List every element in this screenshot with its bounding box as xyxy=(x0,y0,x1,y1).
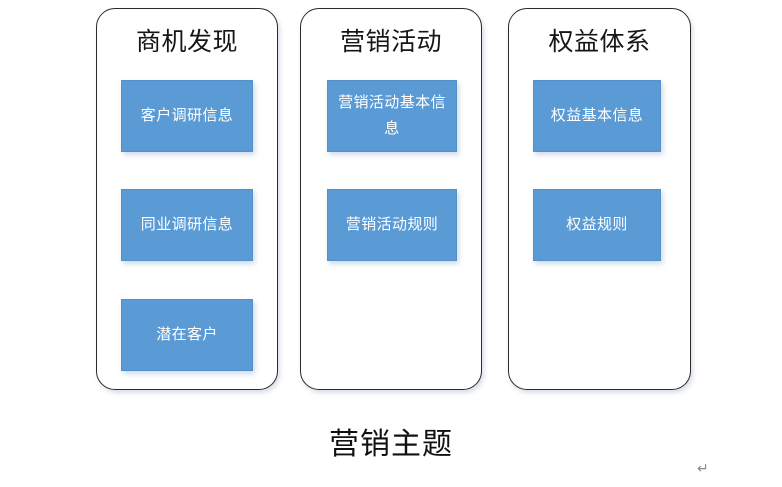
item-box[interactable]: 权益基本信息 xyxy=(533,80,661,152)
item-box[interactable]: 权益规则 xyxy=(533,189,661,261)
item-box[interactable]: 营销活动基本信息 xyxy=(327,80,457,152)
paragraph-return-icon: ↵ xyxy=(697,461,709,477)
diagram-caption: 营销主题 xyxy=(329,428,453,461)
group-card-opportunity-discovery[interactable]: 商机发现 客户调研信息 同业调研信息 潜在客户 xyxy=(96,8,278,390)
item-box[interactable]: 同业调研信息 xyxy=(121,189,253,261)
item-box[interactable]: 潜在客户 xyxy=(121,299,253,371)
item-label: 同业调研信息 xyxy=(140,216,234,233)
item-box[interactable]: 营销活动规则 xyxy=(327,189,457,261)
item-label: 权益基本信息 xyxy=(550,107,644,124)
group-title: 商机发现 xyxy=(135,28,238,56)
group-title: 营销活动 xyxy=(339,28,442,56)
group-card-benefits-system[interactable]: 权益体系 权益基本信息 权益规则 xyxy=(508,8,691,390)
item-label: 营销活动规则 xyxy=(345,216,439,233)
item-label: 客户调研信息 xyxy=(140,107,234,124)
item-label: 潜在客户 xyxy=(156,326,218,343)
group-title: 权益体系 xyxy=(548,28,651,56)
item-label: 营销活动基本信息 xyxy=(338,94,446,137)
group-card-marketing-campaign[interactable]: 营销活动 营销活动基本信息 营销活动规则 xyxy=(300,8,482,390)
item-label: 权益规则 xyxy=(566,216,628,233)
item-box[interactable]: 客户调研信息 xyxy=(121,80,253,152)
